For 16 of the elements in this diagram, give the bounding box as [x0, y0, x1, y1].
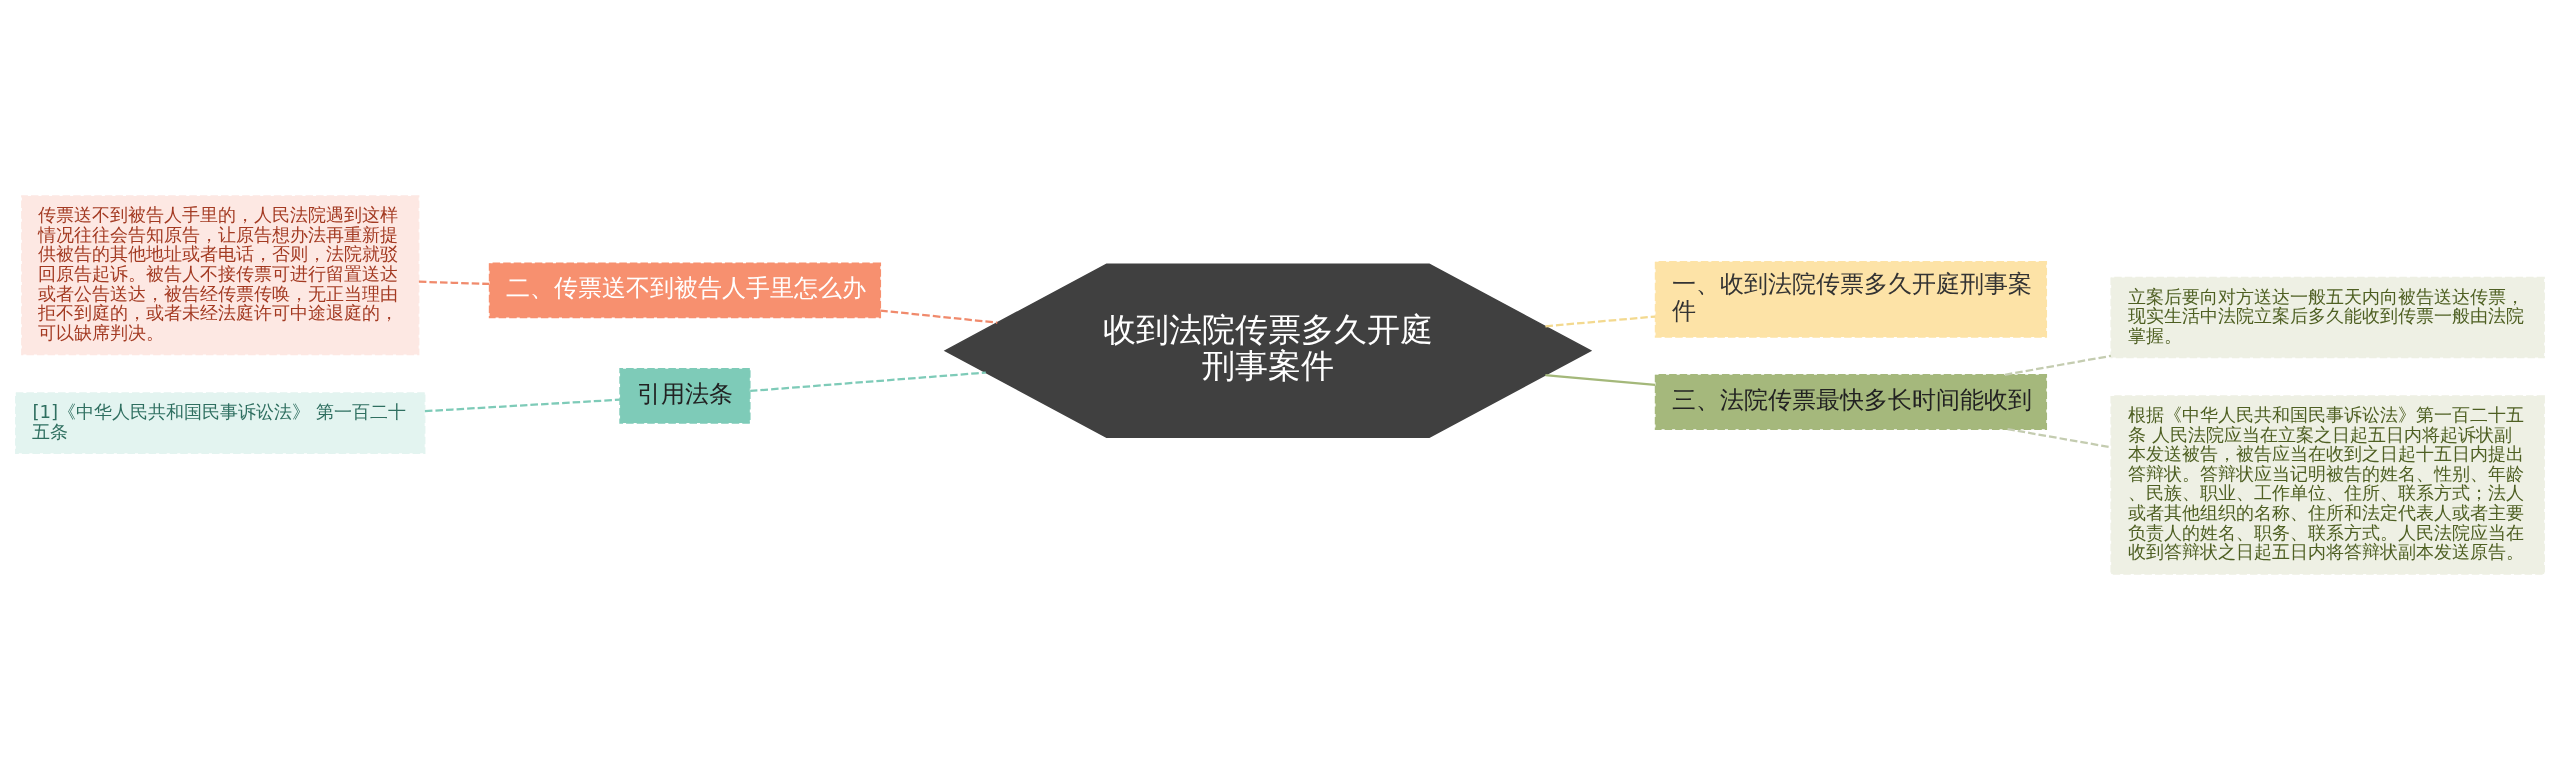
node-box: 一、收到法院传票多久开庭刑事案件 — [1654, 260, 2048, 338]
connector — [1545, 373, 1656, 386]
connector — [2004, 354, 2112, 376]
node-box: 立案后要向对方送达一般五天内向被告送达传票，现实生活中法院立案后多久能收到传票一般由法院掌握。 — [2110, 276, 2545, 359]
connector — [880, 309, 998, 324]
node-box: 传票送不到被告人手里的，人民法院遇到这样情况往往会告知原告，让原告想办法再重新提供被告的其他地址或者电话，否则，法院就驳回原告起诉。被告人不接传票可进行留置送达或者公告送达，被告经传票传唤，无正当理由拒不到庭的，或者未经法庭许可中途退庭的，可以缺席判决。 — [21, 195, 420, 356]
node-box: [1]《中华人民共和国民事诉讼法》 第一百二十五条 — [15, 392, 426, 455]
connector — [424, 398, 620, 413]
node-box: 根据《中华人民共和国民事诉讼法》第一百二十五条 人民法院应当在立案之日起五日内将起诉状副本发送被告，被告应当在收到之日起十五日内提出答辩状。答辩状应当记明被告的姓名、性别、年龄、民族、职业、工作单位、住所、联系方式；法人或者其他组织的名称、住所和法定代表人或者主要负责人的姓名、职务、联系方式。人民法院应当在收到答辩状之日起五日内将答辩状副本发送原告。 — [2110, 395, 2545, 575]
node-box: 三、法院传票最快多长时间能收到 — [1654, 374, 2048, 430]
connector — [2007, 428, 2112, 449]
connector — [750, 371, 986, 393]
node-box: 引用法条 — [619, 368, 751, 424]
node-box: 二、传票送不到被告人手里怎么办 — [488, 262, 882, 319]
connector — [1545, 315, 1656, 328]
connector — [418, 280, 490, 286]
